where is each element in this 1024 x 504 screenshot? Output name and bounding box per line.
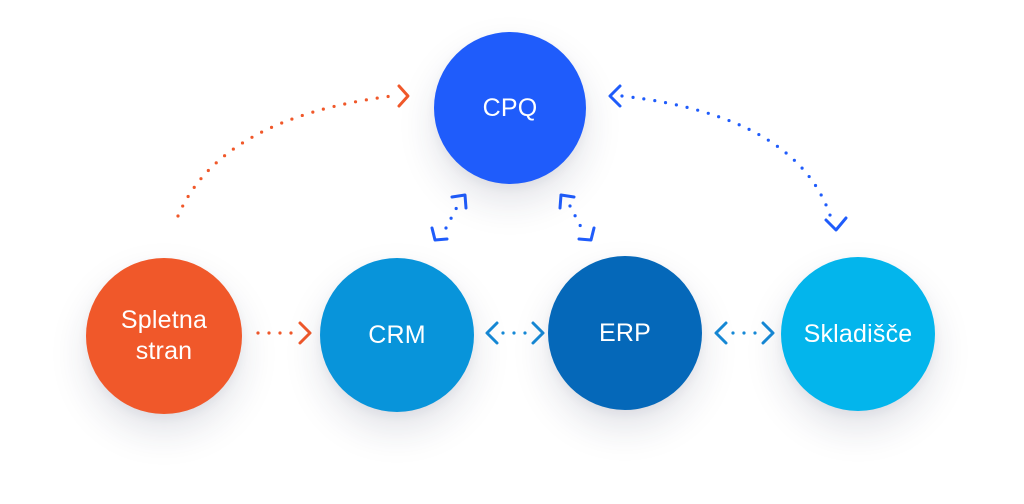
crm-cpq-lower-arrowhead — [430, 226, 449, 242]
skladisce-node-label: Skladišče — [803, 319, 913, 348]
erp-node-label: ERP — [598, 318, 651, 347]
cpq-node: CPQ — [434, 32, 586, 184]
spletna-stran-node: Spletna stran — [86, 258, 242, 414]
spletna-stran-node-label: Spletna stran — [120, 306, 208, 365]
cpq-side-arrowhead — [608, 84, 622, 108]
crm-erp-right-arrowhead — [531, 321, 545, 345]
crm-node: CRM — [320, 258, 474, 412]
cpq-to-skladisce-connector — [620, 94, 833, 220]
skladisce-side-arrowhead — [824, 216, 848, 232]
crm-to-cpq-connector — [444, 203, 460, 230]
cpq-erp-upper-arrowhead — [558, 193, 576, 210]
cpq-node-label: CPQ — [482, 93, 538, 122]
cpq-erp-lower-arrowhead — [577, 226, 596, 242]
cpq-to-erp-connector — [568, 204, 584, 231]
spletna-to-cpq-connector — [176, 94, 394, 218]
spletna-to-crm-arrowhead — [298, 321, 312, 345]
erp-skladisce-left-arrowhead — [714, 321, 728, 345]
erp-skladisce-right-arrowhead — [761, 321, 775, 345]
erp-node: ERP — [548, 256, 702, 410]
crm-node-label: CRM — [368, 320, 426, 349]
skladisce-node: Skladišče — [781, 257, 935, 411]
crm-erp-left-arrowhead — [485, 321, 499, 345]
crm-cpq-upper-arrowhead — [450, 193, 468, 210]
spletna-to-cpq-arrowhead — [397, 84, 410, 108]
